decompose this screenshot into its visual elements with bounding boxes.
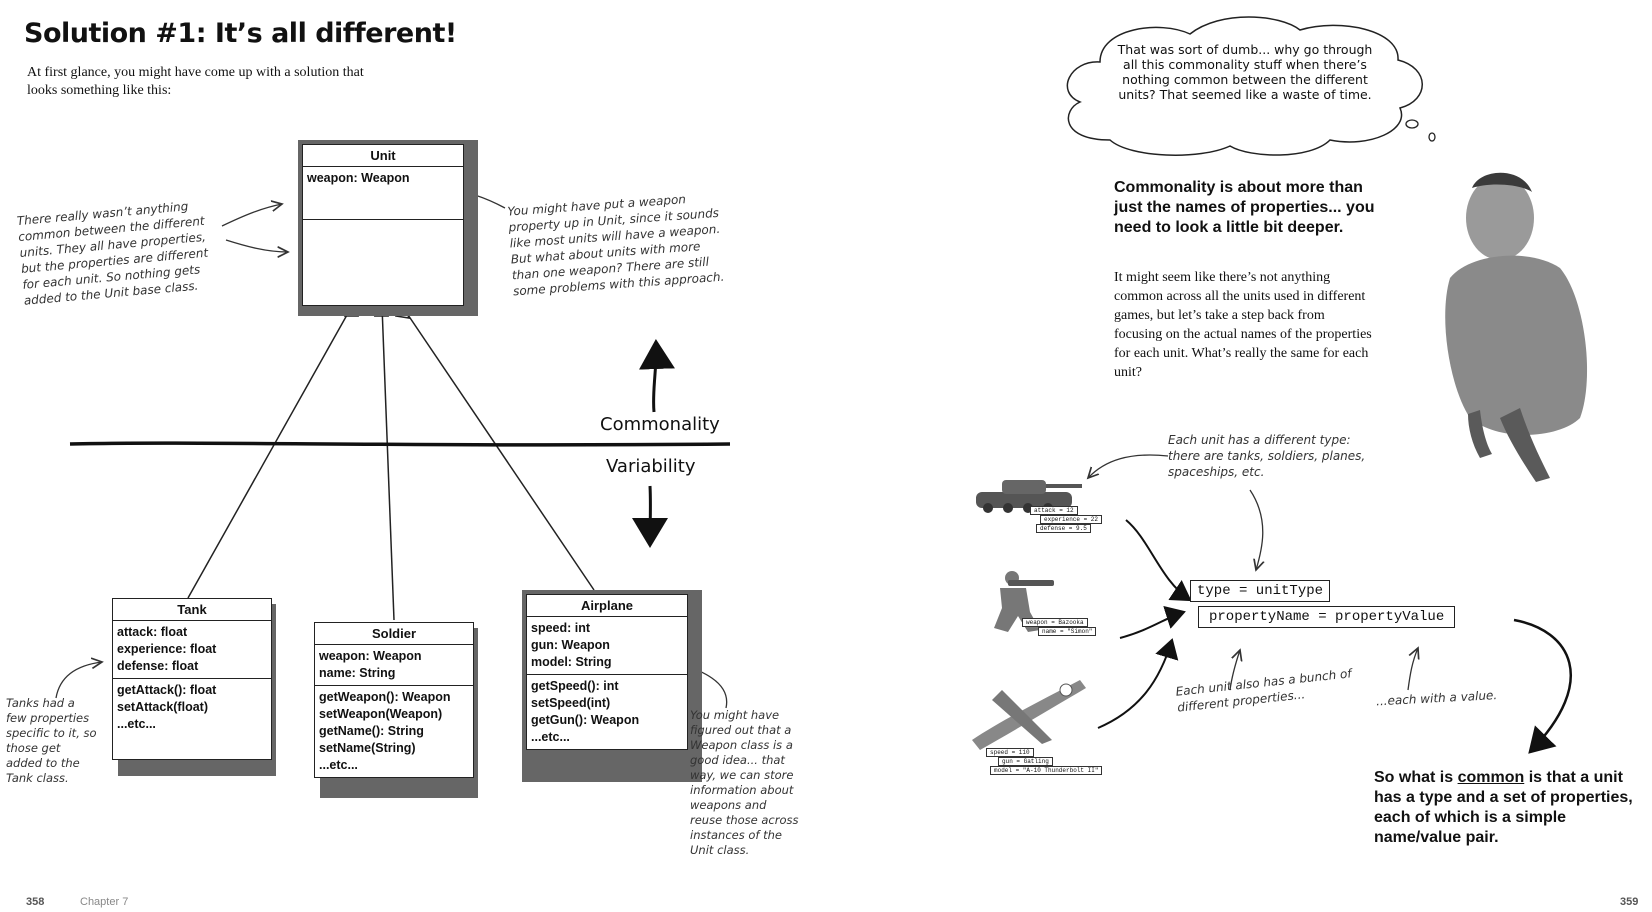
conclusion-text: So what is common is that a unit has a t… [1374,768,1646,848]
right-page-number: 359 [1620,896,1639,908]
plane-tag: gun = Gatling [998,757,1053,766]
soldier-inheritance-line [381,305,395,621]
type-code-box: type = unitType [1190,580,1331,602]
tank-attr: attack: float [117,625,188,639]
soldier-method: getWeapon(): Weapon [319,690,451,704]
soldier-class-box: Soldier weapon: Weapon name: String getW… [314,622,474,778]
airplane-attr: speed: int [531,621,591,635]
airplane-method: setSpeed(int) [531,696,611,710]
airplane-class-name: Airplane [527,595,687,617]
man-illustration [1445,172,1588,482]
soldier-method: ...etc... [319,758,358,772]
tank-attr: experience: float [117,642,217,656]
soldier-attr: name: String [319,666,396,680]
plane-image [972,680,1086,750]
intro-text: At first glance, you might have come up … [27,65,364,98]
airplane-method: getSpeed(): int [531,679,619,693]
soldier-tag: weapon = Bazooka [1022,618,1088,627]
tank-class-name: Tank [113,599,271,621]
tank-class-box: Tank attack: float experience: float def… [112,598,272,760]
tank-attr: defense: float [117,659,199,673]
airplane-attr: model: String [531,655,612,669]
soldier-method: getName(): String [319,724,424,738]
tank-inheritance-line [187,305,353,599]
airplane-method: getGun(): Weapon [531,713,640,727]
thought-bubble-text: That was sort of dumb... why go through … [1117,42,1373,102]
note-airplane: You might have figured out that a Weapon… [690,708,799,857]
tank-attributes: attack: float experience: float defense:… [113,621,271,679]
conclusion-post: is that a unit has a type and a set of p… [1374,769,1633,846]
soldier-tag: name = "Simon" [1038,627,1097,636]
tank-methods: getAttack(): float setAttack(float) ...e… [113,679,271,759]
airplane-method: ...etc... [531,730,570,744]
soldier-class-name: Soldier [315,623,473,645]
tank-method: ...etc... [117,717,156,731]
soldier-method: setName(String) [319,741,416,755]
plane-tag: speed = 110 [986,748,1034,757]
plane-tag: model = "A-10 Thunderbolt II" [990,766,1103,775]
note-tank: Tanks had a few properties specific to i… [6,696,97,785]
divider-line [69,441,731,447]
conclusion-common: common [1457,769,1525,786]
note-type: Each unit has a different type: there ar… [1168,433,1366,479]
tank-method: getAttack(): float [117,683,217,697]
section-body: It might seem like there’s not anything … [1114,270,1372,380]
page-title: Solution #1: It’s all different! [24,18,457,49]
unit-attribute: weapon: Weapon [303,167,463,220]
tank-image [976,480,1082,513]
thought-bubble [1066,16,1423,156]
section-heading: Commonality is about more than just the … [1114,179,1375,236]
conclusion-pre: So what is [1374,769,1458,786]
airplane-methods: getSpeed(): int setSpeed(int) getGun(): … [527,675,687,749]
note-unit-left: There really wasn’t anything common betw… [16,199,209,308]
soldier-methods: getWeapon(): Weapon setWeapon(Weapon) ge… [315,686,473,777]
note-unit-right: You might have put a weapon property up … [506,192,725,299]
commonality-label: Commonality [600,414,720,435]
variability-label: Variability [606,456,696,477]
soldier-attributes: weapon: Weapon name: String [315,645,473,686]
tank-tag: attack = 12 [1030,506,1078,515]
airplane-attr: gun: Weapon [531,638,610,652]
tank-tag: experience = 22 [1040,515,1103,524]
soldier-method: setWeapon(Weapon) [319,707,443,721]
airplane-class-box: Airplane speed: int gun: Weapon model: S… [526,594,688,750]
property-code-box: propertyName = propertyValue [1198,606,1456,628]
soldier-attr: weapon: Weapon [319,649,422,663]
chapter-label: Chapter 7 [80,896,129,908]
airplane-attributes: speed: int gun: Weapon model: String [527,617,687,675]
left-page-number: 358 [26,896,45,908]
unit-methods [303,220,463,226]
unit-class-box: Unit weapon: Weapon [302,144,464,306]
tank-tag: defense = 9.5 [1036,524,1091,533]
airplane-inheritance-line [401,305,595,591]
tank-method: setAttack(float) [117,700,208,714]
unit-class-name: Unit [303,145,463,167]
